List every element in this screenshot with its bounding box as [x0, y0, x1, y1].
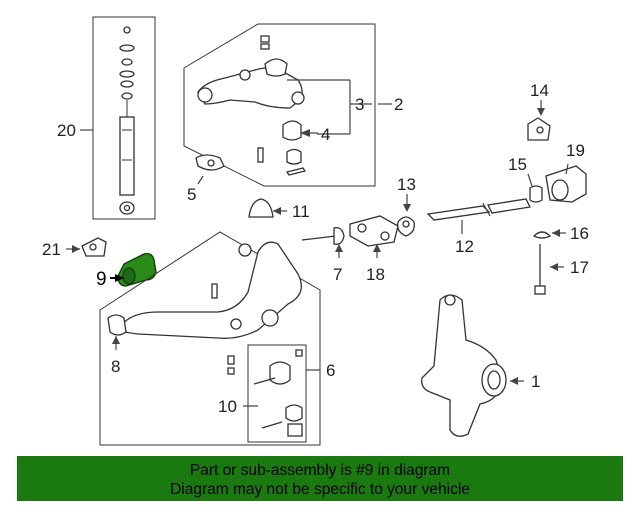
callout-11: 11: [292, 202, 310, 221]
upper-arm-group: 3 2 4: [183, 23, 403, 187]
part-18-bracket: 18: [349, 215, 399, 284]
shock-body: [119, 116, 135, 215]
callout-2: 2: [394, 95, 403, 114]
callout-5: 5: [187, 185, 196, 204]
part-11-bump-stop: 11: [248, 198, 310, 221]
callout-21: 21: [42, 240, 61, 259]
callout-4: 4: [321, 125, 330, 144]
part-8-bushing: 8: [107, 314, 127, 376]
callout-7: 7: [333, 265, 342, 284]
callout-1: 1: [531, 372, 540, 391]
callout-18: 18: [366, 265, 385, 284]
lower-ball-joint-box: 10: [218, 344, 307, 443]
shock-hardware-stack: [119, 26, 135, 118]
callout-8: 8: [111, 357, 120, 376]
part-21-bracket: 21: [42, 237, 107, 259]
callout-20: 20: [57, 121, 76, 140]
callout-10: 10: [218, 397, 237, 416]
upper-ball-joint-hardware: [257, 35, 302, 165]
banner-line-1: Part or sub-assembly is #9 in diagram: [189, 462, 451, 479]
callout-3: 3: [355, 95, 364, 114]
part-14-cap: 14: [527, 81, 551, 141]
banner-line-2: Diagram may not be specific to your vehi…: [170, 481, 470, 498]
callout-13: 13: [397, 175, 416, 194]
part-17-bolt: 17: [534, 244, 589, 295]
callout-9: 9: [96, 269, 107, 290]
parts-diagram: 20 3 2 4 5: [42, 16, 589, 446]
part-15-nut: 15: [508, 155, 543, 203]
upper-control-arm: [197, 58, 305, 109]
callout-15: 15: [508, 155, 527, 174]
part-7-bolt: 7: [301, 227, 345, 284]
lower-arm-group: 8 10 6: [99, 231, 335, 446]
part-16-washer: 16: [532, 224, 589, 243]
part-9-bushing: 9: [96, 252, 157, 290]
lower-control-arm: [117, 241, 302, 339]
callout-6: 6: [326, 361, 335, 380]
callout-19: 19: [566, 141, 585, 160]
part-13-bushing: 13: [397, 175, 416, 237]
part-19-anchor: 19: [545, 141, 587, 203]
callout-12: 12: [455, 237, 474, 256]
shock-absorber-group: 20: [57, 16, 156, 220]
callout-16: 16: [570, 224, 589, 243]
info-banner: Part or sub-assembly is #9 in diagram Di…: [17, 456, 623, 501]
callout-14: 14: [530, 81, 549, 100]
part-12-torsion-bar: 12: [426, 198, 531, 256]
callout-17: 17: [570, 258, 589, 277]
part-1-steering-knuckle: 1: [421, 294, 540, 437]
part-5-bracket: 5: [187, 154, 307, 204]
